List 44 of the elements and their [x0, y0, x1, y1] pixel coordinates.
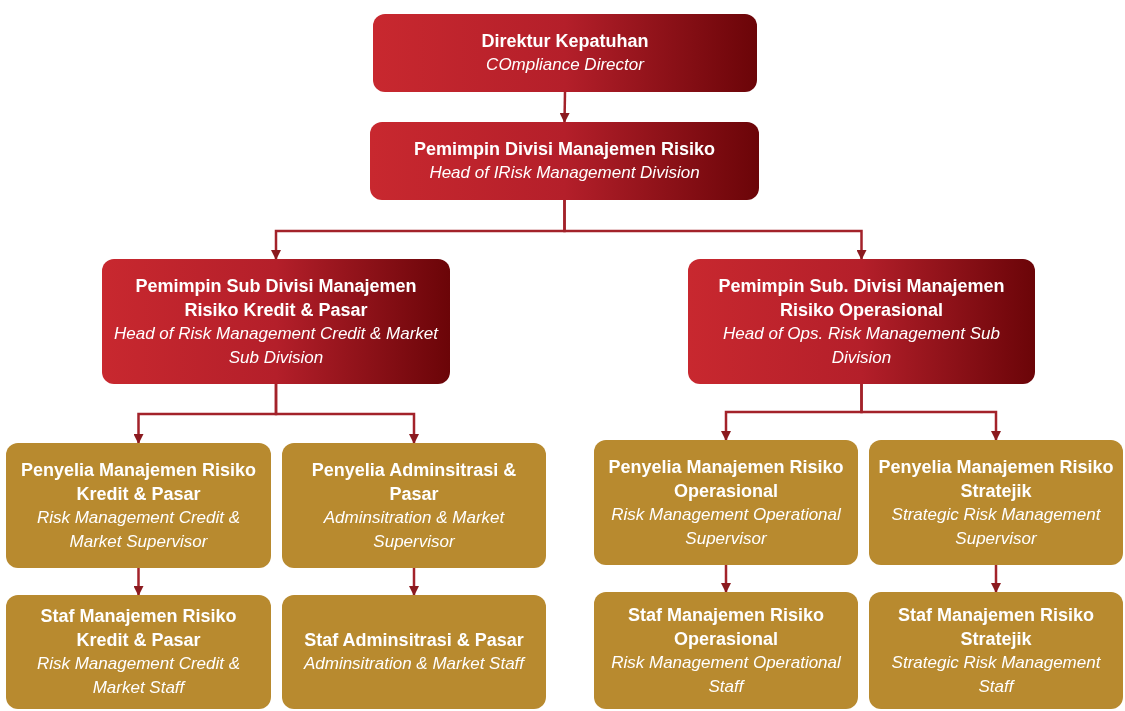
connector-arrow [409, 568, 419, 596]
position-subtitle: Strategic Risk Management Supervisor [890, 503, 1102, 550]
position-title: Direktur Kepatuhan [481, 30, 649, 53]
org-box [6, 443, 271, 568]
org-box [370, 122, 759, 200]
position-subtitle: Strategic Risk Management Staff [890, 651, 1102, 698]
position-subtitle: Risk Management Operational Supervisor [610, 503, 842, 550]
org-box [102, 259, 450, 384]
position-subtitle: Adminsitration & Market Supervisor [322, 506, 506, 553]
position-subtitle: Head of Ops. Risk Management Sub Division [722, 322, 1001, 369]
position-subtitle: Risk Management Operational Staff [610, 651, 842, 698]
org-box [688, 259, 1035, 384]
org-box [373, 14, 757, 92]
connector-arrow [860, 384, 1001, 441]
position-title: Penyelia Manajemen Risiko Kredit & Pasar [19, 458, 258, 506]
position-title: Pemimpin Sub. Divisi Manajemen Risiko Operasional [717, 274, 1006, 322]
connector-arrow [991, 565, 1001, 593]
position-title: Penyelia Manajemen Risiko Stratejik [877, 455, 1115, 503]
org-box [594, 592, 858, 709]
position-title: Pemimpin Sub Divisi Manajemen Risiko Kredit & Pasar [134, 274, 418, 322]
position-title: Staf Manajemen Risiko Kredit & Pasar [39, 605, 238, 652]
connector-arrow [559, 91, 570, 123]
position-subtitle: Adminsitration & Market Staff [303, 653, 525, 675]
org-box [282, 595, 546, 709]
org-box [6, 595, 271, 709]
org-box [869, 440, 1123, 565]
connector-arrow [274, 384, 419, 444]
position-subtitle: Head of Risk Management Credit & Market Sub Division [112, 322, 440, 369]
connector-arrow [133, 568, 144, 596]
position-title: Staf Adminsitrasi & Pasar [304, 629, 524, 652]
position-subtitle: Risk Management Credit & Market Staff [35, 653, 242, 699]
position-title: Staf Manajemen Risiko Stratejik [896, 603, 1096, 651]
position-subtitle: Risk Management Credit & Market Supervisor [35, 506, 242, 553]
position-title: Penyelia Adminsitrasi & Pasar [310, 458, 518, 506]
position-subtitle: COmpliance Director [486, 54, 644, 76]
position-title: Penyelia Manajemen Risiko Operasional [607, 455, 845, 503]
position-title: Pemimpin Divisi Manajemen Risiko [413, 138, 716, 161]
org-box [869, 592, 1123, 709]
connector-arrow [721, 565, 731, 593]
connector-arrow [563, 200, 867, 260]
position-title: Staf Manajemen Risiko Operasional [626, 603, 826, 651]
org-box [594, 440, 858, 565]
org-box [282, 443, 546, 568]
position-subtitle: Head of IRisk Management Division [429, 162, 700, 184]
